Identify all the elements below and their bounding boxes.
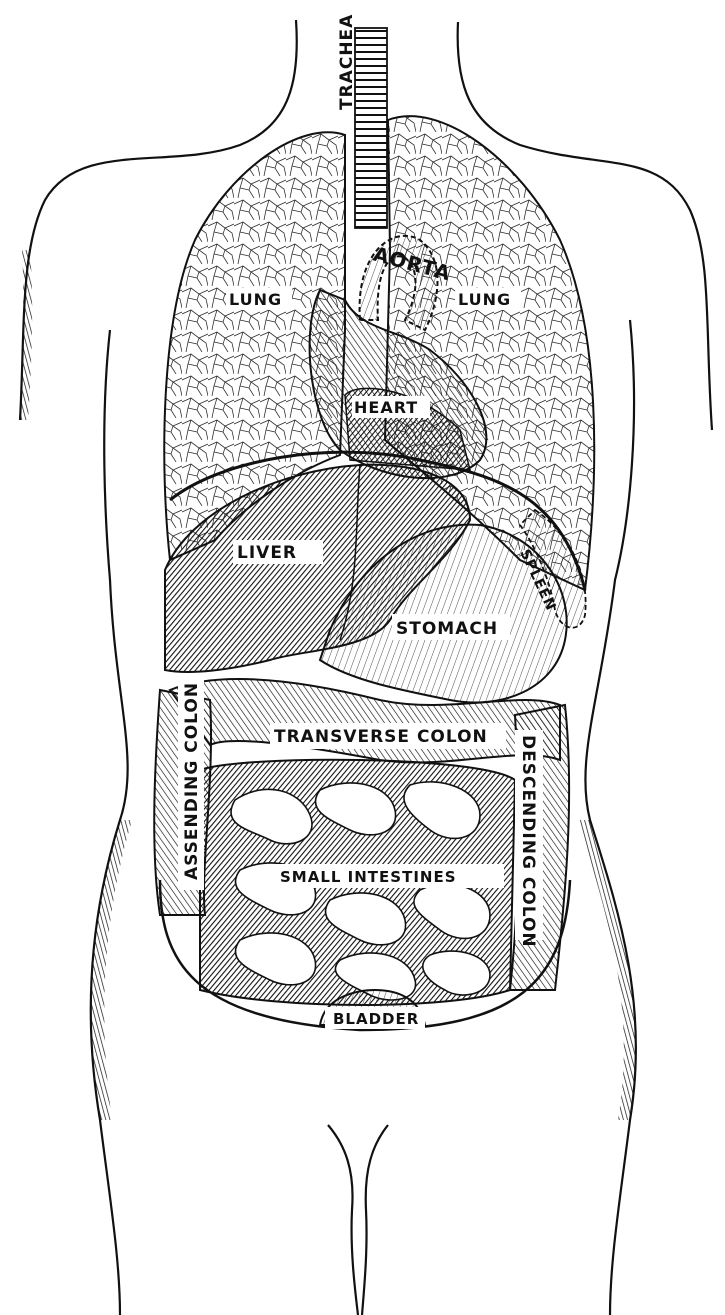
label-trachea: TRACHEA xyxy=(337,14,357,110)
label-bladder: BLADDER xyxy=(333,1010,419,1028)
label-ascending-colon: ASSENDING COLON xyxy=(182,682,202,880)
label-descending-colon: DESCENDING COLON xyxy=(518,735,538,948)
label-liver: LIVER xyxy=(237,543,297,563)
label-small-intestines: SMALL INTESTINES xyxy=(280,868,457,886)
label-lung-left: LUNG xyxy=(458,290,511,309)
label-stomach: STOMACH xyxy=(396,619,498,639)
label-transverse-colon: TRANSVERSE COLON xyxy=(274,727,488,747)
label-lung-right: LUNG xyxy=(229,290,282,309)
label-heart: HEART xyxy=(354,398,418,417)
trachea xyxy=(355,28,387,228)
